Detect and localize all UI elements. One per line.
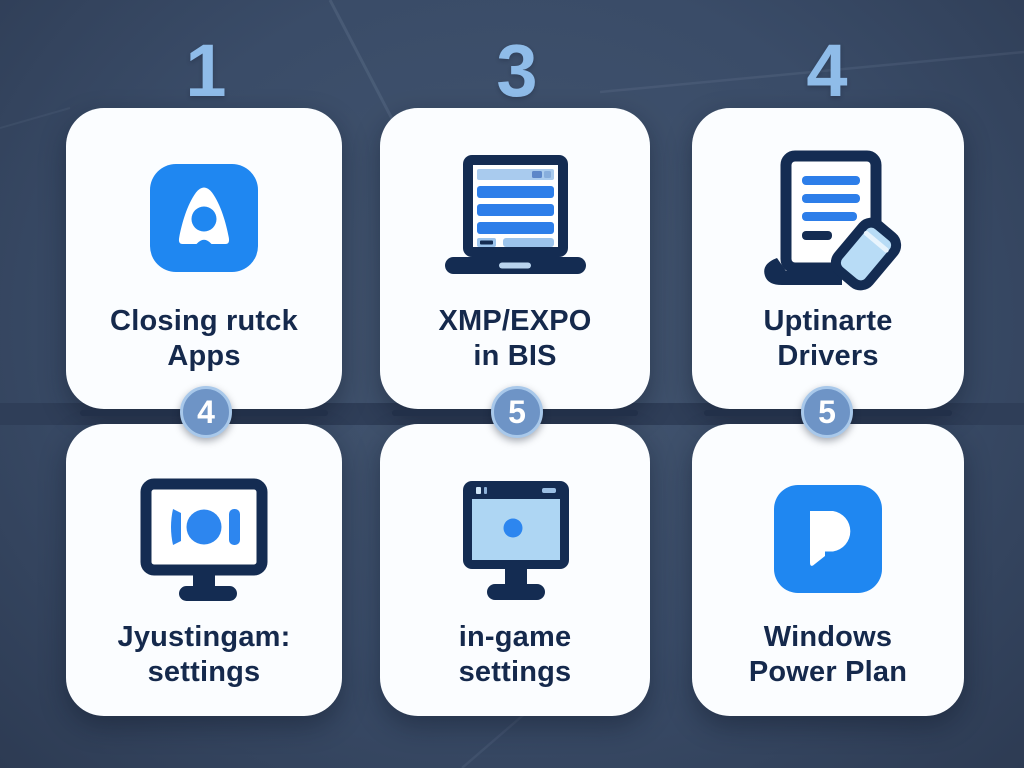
label-line: in-game xyxy=(458,621,572,653)
step-card-update-drivers: Uptinarte Drivers xyxy=(692,108,964,409)
step-badge-5: 5 xyxy=(801,386,853,438)
label-line: Windows xyxy=(763,621,893,653)
bios-laptop-icon xyxy=(444,155,586,274)
app-rocket-icon xyxy=(150,164,258,272)
card-icon-area xyxy=(148,134,260,302)
step-card-xmp-expo: XMP/EXPO in BIS xyxy=(380,108,650,409)
step-label: in-game settings xyxy=(459,620,572,690)
step-label: Uptinarte Drivers xyxy=(763,304,892,374)
label-line: in BIS xyxy=(473,340,557,372)
label-line: settings xyxy=(147,656,261,688)
step-label: XMP/EXPO in BIS xyxy=(438,304,591,374)
step-number-1: 1 xyxy=(185,29,227,112)
label-line: Closing rutck xyxy=(110,305,298,337)
step-badge-5: 5 xyxy=(491,386,543,438)
label-line: Drivers xyxy=(777,340,879,372)
step-number-4: 4 xyxy=(806,29,848,112)
step-card-ingame-settings: in-game settings xyxy=(380,424,650,716)
update-drivers-icon xyxy=(764,150,902,291)
card-icon-area xyxy=(443,460,588,618)
step-label: Closing rutck Apps xyxy=(110,304,298,374)
label-line: Apps xyxy=(167,340,241,372)
step-number-3: 3 xyxy=(496,29,538,112)
step-label: Jyustingam: settings xyxy=(117,620,290,690)
card-icon-area xyxy=(129,460,279,618)
label-line: Power Plan xyxy=(748,656,908,688)
ingame-settings-icon xyxy=(462,481,569,600)
power-plan-icon xyxy=(774,485,882,593)
label-line: XMP/EXPO xyxy=(438,305,592,337)
display-settings-icon xyxy=(140,478,268,601)
label-line: Jyustingam: xyxy=(117,621,291,653)
card-icon-area xyxy=(744,134,912,302)
badge-number: 5 xyxy=(508,393,526,430)
card-icon-area xyxy=(772,460,884,618)
badge-number: 5 xyxy=(818,393,836,430)
badge-number: 4 xyxy=(197,393,215,430)
card-icon-area xyxy=(433,134,598,302)
step-card-closing-apps: Closing rutck Apps xyxy=(66,108,342,409)
step-card-windows-power-plan: Windows Power Plan xyxy=(692,424,964,716)
label-line: settings xyxy=(458,656,572,688)
step-card-display-settings: Jyustingam: settings xyxy=(66,424,342,716)
label-line: Uptinarte xyxy=(763,305,893,337)
step-badge-4: 4 xyxy=(180,386,232,438)
step-label: Windows Power Plan xyxy=(749,620,907,690)
